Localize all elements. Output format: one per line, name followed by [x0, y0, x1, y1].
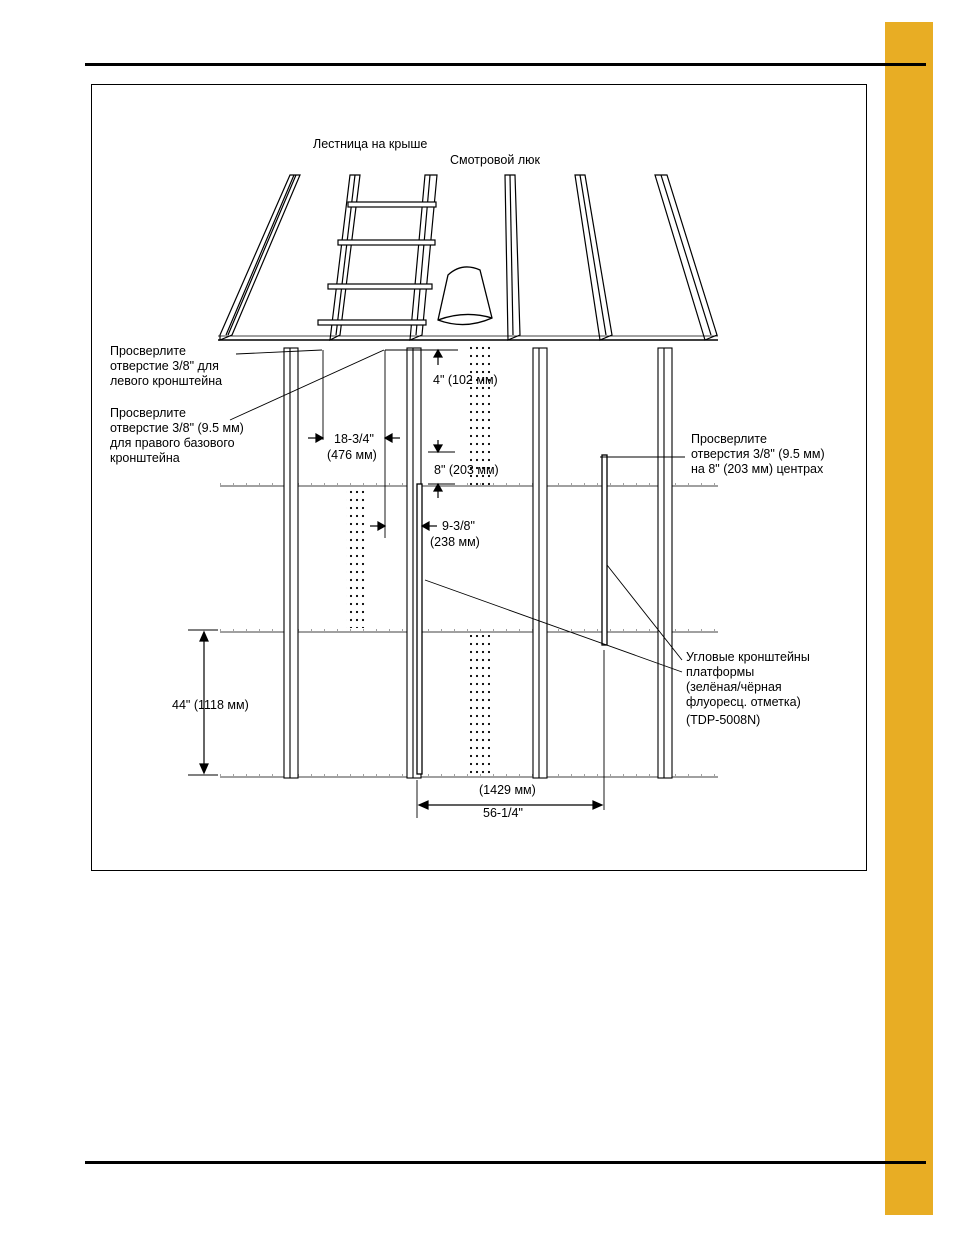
left-bracket-hole-line-3: левого кронштейна — [110, 374, 222, 388]
inspection-hatch — [437, 266, 493, 326]
dimension-9-3-8-label: 9-3/8" — [442, 519, 475, 533]
dimension-arrows — [199, 348, 604, 810]
dimension-44-label: 44" (1118 мм) — [172, 698, 249, 712]
right-bracket-hole-line-1: Просверлите — [110, 406, 186, 420]
dimension-56-1-4-label: 56-1/4" — [483, 806, 523, 820]
header-rule — [85, 63, 926, 66]
right-bracket-hole-line-4: кронштейна — [110, 451, 180, 465]
leader-lines — [188, 349, 685, 818]
figure-frame — [91, 84, 867, 871]
angle-brackets-line-3: (зелёная/чёрная — [686, 680, 782, 694]
roof-panels — [218, 174, 718, 342]
dimension-1429-label: (1429 мм) — [479, 783, 536, 797]
dimension-8-label: 8" (203 мм) — [434, 463, 499, 477]
platform-brackets — [416, 454, 608, 775]
dimension-18-3-4-label: 18-3/4" — [334, 432, 374, 446]
left-bracket-hole-line-2: отверстие 3/8" для — [110, 359, 219, 373]
wall-stiffeners — [283, 347, 673, 779]
section-tab — [885, 22, 933, 1215]
dimension-4-label: 4" (102 мм) — [433, 373, 498, 387]
roof-ladder-label: Лестница на крыше — [313, 137, 427, 151]
left-bracket-hole-line-1: Просверлите — [110, 344, 186, 358]
angle-brackets-line-4: флуоресц. отметка) — [686, 695, 801, 709]
holes-centers-line-3: на 8" (203 мм) центрах — [691, 462, 824, 476]
dimension-238-label: (238 мм) — [430, 535, 480, 549]
holes-centers-line-2: отверстия 3/8" (9.5 мм) — [691, 447, 825, 461]
dimension-476-label: (476 мм) — [327, 448, 377, 462]
right-bracket-hole-line-3: для правого базового — [110, 436, 235, 450]
angle-brackets-line-2: платформы — [686, 665, 754, 679]
angle-brackets-line-5: (TDP-5008N) — [686, 713, 760, 727]
right-bracket-hole-line-2: отверстие 3/8" (9.5 мм) — [110, 421, 244, 435]
roof-ladder — [317, 201, 437, 326]
holes-centers-line-1: Просверлите — [691, 432, 767, 446]
angle-brackets-line-1: Угловые кронштейны — [686, 650, 810, 664]
footer-rule — [85, 1161, 926, 1164]
inspection-hatch-label: Смотровой люк — [450, 153, 541, 167]
